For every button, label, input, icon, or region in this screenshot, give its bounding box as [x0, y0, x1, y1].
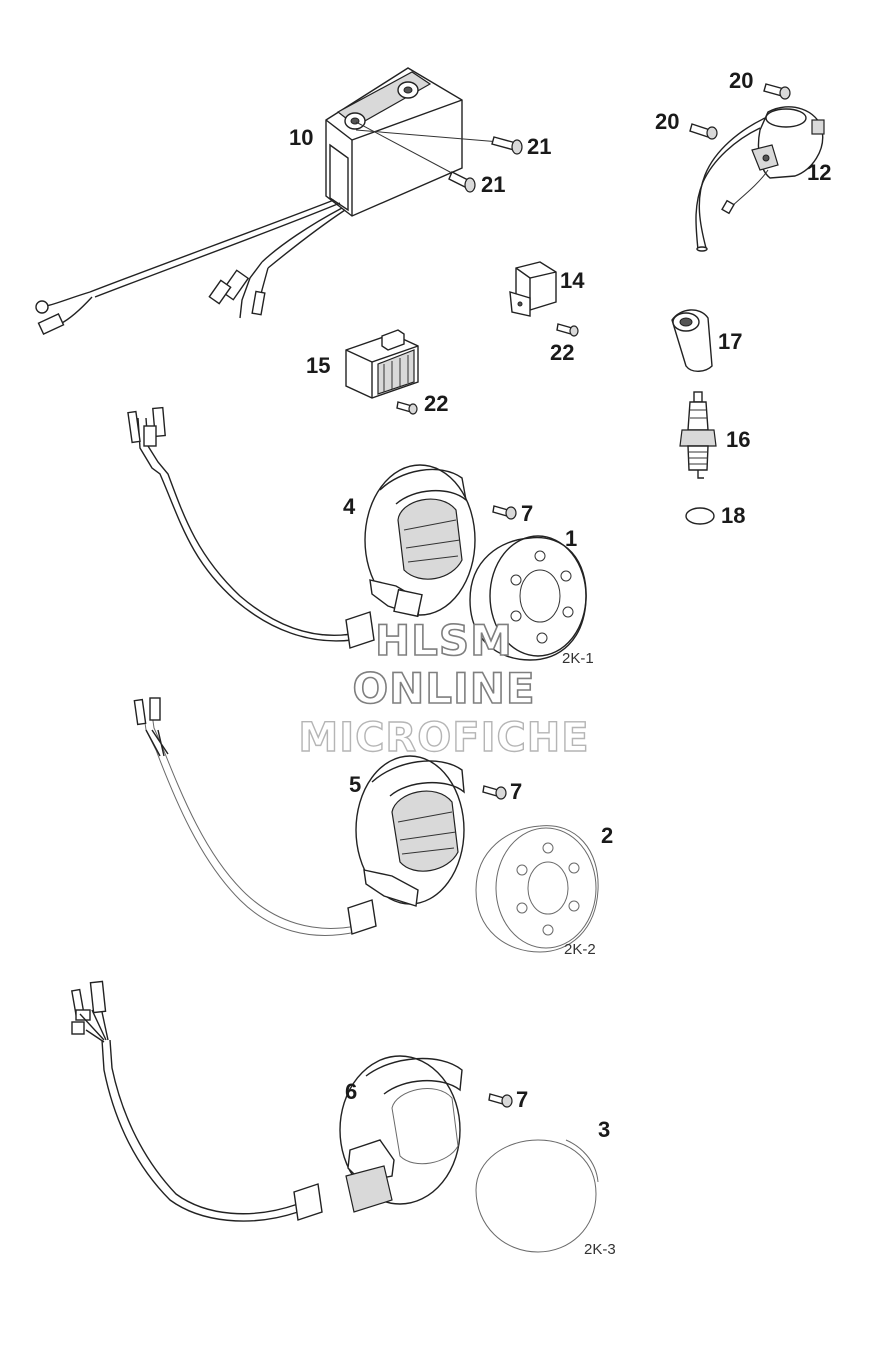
- rotor-3-drawing: [475, 1139, 599, 1253]
- watermark-line-3: MICROFICHE: [298, 715, 590, 761]
- callout-22-upper: 22: [550, 340, 575, 365]
- variant-label-2k-3: 2K-3: [584, 1241, 616, 1258]
- screw-7-drawings: [482, 505, 517, 1108]
- callout-22-lower: 22: [424, 391, 449, 416]
- regulator-drawing: [345, 329, 419, 399]
- callout-12: 12: [807, 160, 832, 185]
- callout-10: 10: [289, 125, 314, 150]
- cdi-unit-drawing: [35, 67, 501, 336]
- callout-5: 5: [349, 772, 362, 797]
- callout-18: 18: [721, 503, 746, 528]
- ignition-coil-drawing: [695, 106, 825, 252]
- callout-1: 1: [565, 526, 578, 551]
- callout-21-upper: 21: [527, 134, 552, 159]
- callout-17: 17: [718, 329, 743, 354]
- stator-4-drawing: [127, 406, 476, 649]
- callout-21-lower: 21: [481, 172, 506, 197]
- module-14-drawing: [509, 261, 557, 317]
- callout-7-third: 7: [516, 1087, 529, 1112]
- washer-drawing: [685, 507, 715, 525]
- callout-7-first: 7: [521, 501, 534, 526]
- callout-3: 3: [598, 1117, 611, 1142]
- variant-label-2k-1: 2K-1: [562, 650, 594, 667]
- callout-14: 14: [560, 268, 585, 293]
- variant-label-2k-2: 2K-2: [564, 941, 596, 958]
- stator-6-drawing: [70, 980, 463, 1222]
- callout-20-lower: 20: [655, 109, 680, 134]
- callout-15: 15: [306, 353, 331, 378]
- watermark-line-2: ONLINE: [352, 664, 536, 713]
- screw-20-drawings: [689, 83, 791, 140]
- callout-4: 4: [343, 494, 356, 519]
- callout-16: 16: [726, 427, 751, 452]
- watermark-line-1: HLSM: [374, 616, 513, 665]
- stator-5-drawing: [133, 697, 465, 936]
- callout-20-upper: 20: [729, 68, 754, 93]
- spark-plug-drawing: [679, 391, 717, 479]
- screw-21-drawings: [448, 136, 523, 193]
- callout-7-second: 7: [510, 779, 523, 804]
- plug-cap-drawing: [671, 309, 713, 372]
- rotor-2-drawing: [475, 825, 599, 953]
- screw-22-drawings: [396, 323, 579, 415]
- rotor-1-drawing: [469, 535, 587, 661]
- callout-2: 2: [601, 823, 614, 848]
- callout-6: 6: [345, 1079, 358, 1104]
